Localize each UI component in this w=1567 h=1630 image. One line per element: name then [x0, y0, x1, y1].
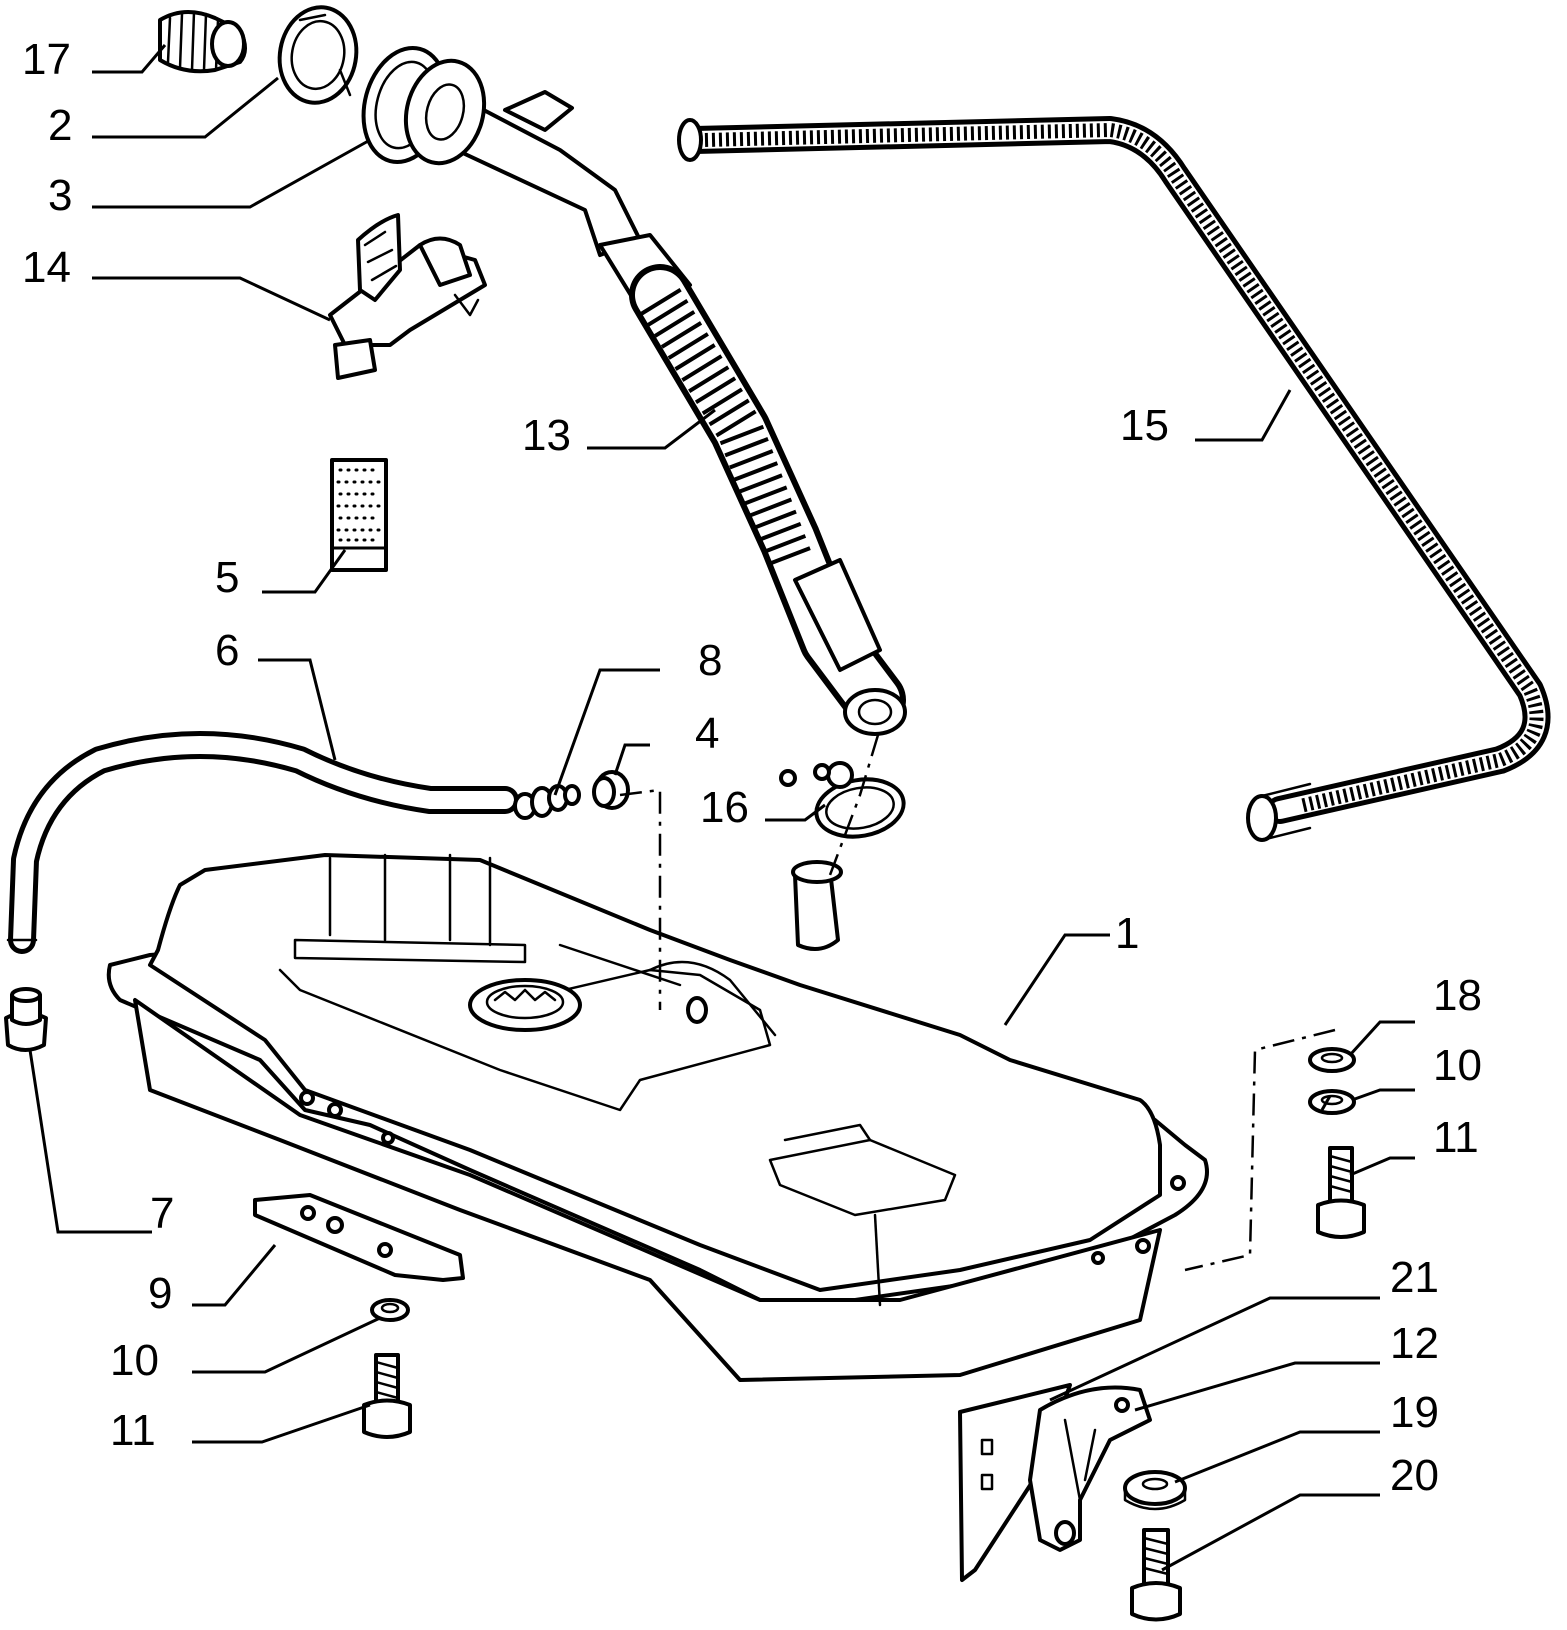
part-7-plug	[4, 987, 48, 1052]
callout-labels: 17 2 3 14 13 15 5 6 8 4 16 1 18 10 11 7 …	[22, 35, 1482, 1500]
callout-2: 2	[48, 101, 72, 150]
callout-12: 12	[1390, 1319, 1439, 1368]
part-2-retaining-ring	[277, 5, 359, 105]
callout-1: 1	[1115, 909, 1139, 958]
callout-14: 14	[22, 243, 71, 292]
part-11-bolt-left	[362, 1353, 412, 1439]
part-8-valve	[513, 784, 581, 820]
callout-9: 9	[148, 1269, 172, 1318]
callout-11-left: 11	[110, 1406, 156, 1455]
part-9-strap-plate	[253, 1193, 465, 1282]
callout-10-right: 10	[1433, 1041, 1482, 1090]
part-6-breather-tube	[6, 731, 519, 954]
part-19-washer	[1123, 1470, 1187, 1511]
callout-10-left: 10	[110, 1336, 159, 1385]
part-17-rubber-boot	[158, 10, 247, 74]
part-4-grommet	[592, 770, 630, 810]
part-15-vent-hose	[677, 116, 1551, 842]
part-1-fuel-tank	[106, 853, 1209, 1382]
part-10-washer-right	[1308, 1089, 1356, 1115]
callout-11-right: 11	[1433, 1113, 1479, 1162]
part-11-bolt-right	[1316, 1146, 1366, 1239]
part-12-bracket	[1028, 1385, 1152, 1552]
callout-15: 15	[1120, 401, 1169, 450]
part-18-washer	[1308, 1047, 1356, 1073]
callout-19: 19	[1390, 1388, 1439, 1437]
callout-3: 3	[48, 171, 72, 220]
callout-13: 13	[522, 411, 571, 460]
part-3-filler-seal	[361, 46, 487, 166]
callout-8: 8	[698, 636, 722, 685]
part-14-bracket	[328, 213, 487, 380]
part-16-hose-clamp	[779, 761, 906, 839]
callout-18: 18	[1433, 971, 1482, 1020]
callout-6: 6	[215, 626, 239, 675]
part-13-filler-neck	[433, 90, 907, 736]
callout-21: 21	[1390, 1253, 1439, 1302]
callout-7: 7	[150, 1189, 174, 1238]
callout-17: 17	[22, 35, 71, 84]
part-10-washer-left	[370, 1298, 410, 1322]
callout-5: 5	[215, 553, 239, 602]
leader-lines	[28, 44, 1415, 1572]
callout-4: 4	[695, 709, 719, 758]
part-5-label	[330, 458, 388, 572]
assembly-guide-lines	[619, 734, 1336, 1272]
part-20-bolt	[1130, 1528, 1182, 1622]
callout-20: 20	[1390, 1451, 1439, 1500]
callout-16: 16	[700, 783, 749, 832]
